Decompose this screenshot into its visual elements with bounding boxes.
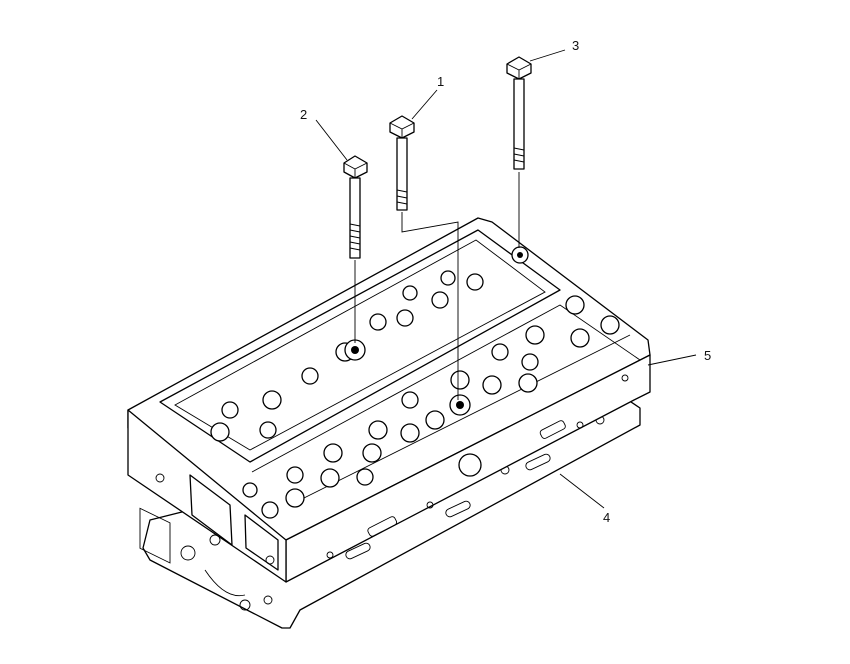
bolt-3 bbox=[506, 56, 532, 248]
bolt-1 bbox=[389, 115, 459, 400]
bolt-2 bbox=[343, 155, 368, 343]
leader-lines bbox=[315, 49, 697, 509]
callout-2: 2 bbox=[300, 107, 307, 122]
cylinder-head bbox=[127, 217, 651, 583]
callout-1: 1 bbox=[437, 74, 444, 89]
callout-4: 4 bbox=[603, 510, 610, 525]
bolt-bosses bbox=[210, 246, 620, 519]
callout-5: 5 bbox=[704, 348, 711, 363]
callout-3: 3 bbox=[572, 38, 579, 53]
